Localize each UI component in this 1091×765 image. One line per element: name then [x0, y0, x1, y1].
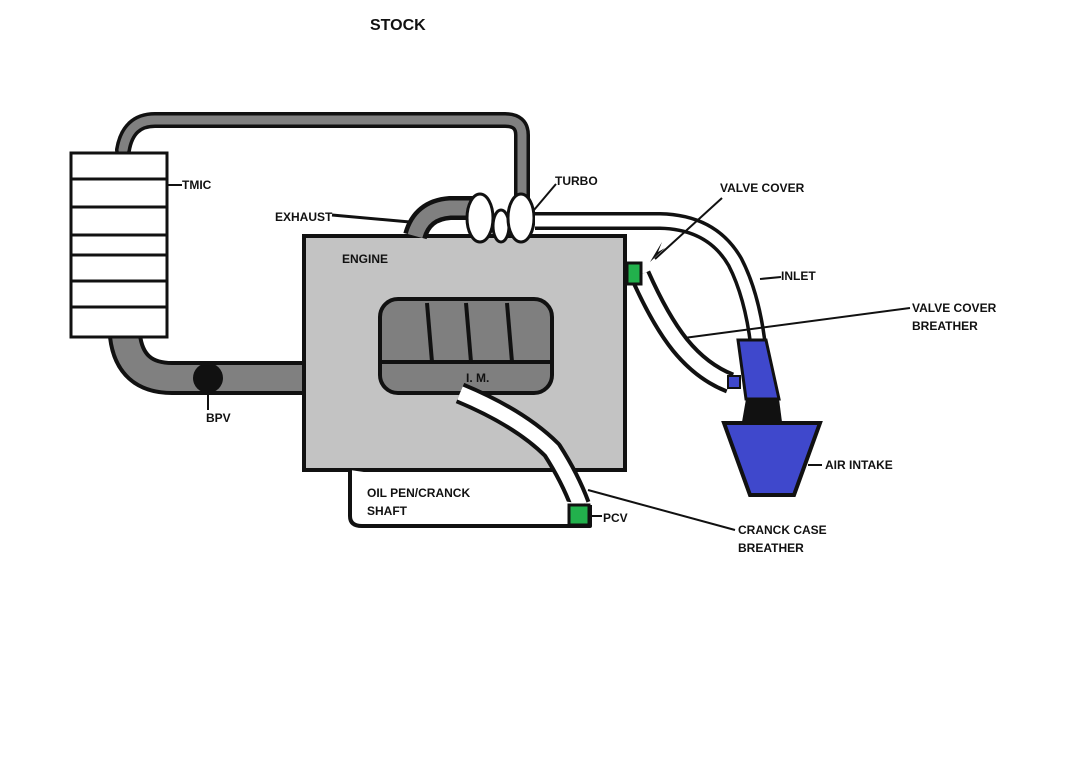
charge-pipe-bottom [108, 333, 552, 395]
oil-pan-label-1: OIL PEN/CRANCK [367, 486, 470, 500]
arrow-head-icon [650, 242, 665, 262]
bpv-label: BPV [206, 411, 231, 425]
valve-cover-label: VALVE COVER [720, 181, 805, 195]
diagram-title: STOCK [370, 17, 426, 34]
engine-label: ENGINE [342, 252, 388, 266]
exhaust-pipe [403, 196, 476, 240]
charge-pipe-top [115, 112, 530, 238]
crankcase-breather-label-1: CRANCK CASE [738, 523, 827, 537]
air-intake-label: AIR INTAKE [825, 458, 893, 472]
valve-cover-fitting [625, 261, 643, 286]
intake-manifold [378, 297, 554, 395]
intercooler-tmic [69, 151, 169, 339]
pcv-valve [567, 503, 591, 527]
pcv-hose [455, 382, 591, 509]
leader-turbo [533, 183, 557, 211]
im-label: I. M. [466, 371, 489, 385]
turbo-label: TURBO [555, 174, 598, 188]
oil-pan-label-2: SHAFT [367, 504, 408, 518]
leader-valve-cover [654, 197, 723, 260]
leader-crankcase-breather [587, 489, 736, 531]
pcv-label: PCV [603, 511, 628, 525]
leader-exhaust [331, 213, 411, 224]
oil-pan [348, 470, 592, 528]
valve-cover-breather-label-1: VALVE COVER [912, 301, 997, 315]
air-intake [721, 338, 823, 497]
valve-cover-breather-hose [629, 270, 735, 394]
inlet-label: INLET [781, 269, 816, 283]
turbo [465, 192, 536, 244]
inlet-hose [535, 212, 767, 347]
valve-cover-breather-label-2: BREATHER [912, 319, 978, 333]
leader-inlet [759, 276, 782, 280]
bpv-valve [193, 363, 223, 393]
exhaust-label: EXHAUST [275, 210, 333, 224]
crankcase-breather-label-2: BREATHER [738, 541, 804, 555]
tmic-label: TMIC [182, 178, 212, 192]
leader-valve-cover-breather [683, 307, 911, 339]
